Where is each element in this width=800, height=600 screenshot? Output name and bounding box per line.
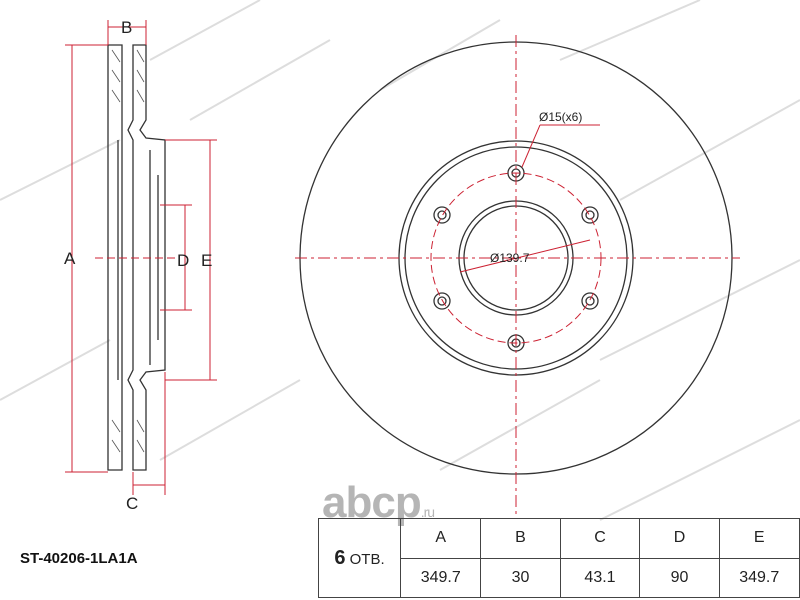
- sat-watermark: [0, 0, 800, 521]
- dimension-lines: [65, 20, 217, 495]
- label-b: B: [121, 18, 132, 37]
- label-a: A: [64, 249, 76, 268]
- part-number: ST-40206-1LA1A: [20, 550, 138, 567]
- table-header-row: 6 ОТВ. A B C D E: [317, 518, 800, 598]
- value-d: 90: [639, 557, 720, 598]
- header-e: E: [718, 518, 800, 559]
- label-e: E: [201, 251, 212, 270]
- header-c: C: [559, 518, 641, 559]
- bolt-hole: [581, 292, 599, 310]
- value-b: 30: [480, 557, 561, 598]
- value-a: 349.7: [400, 557, 482, 598]
- pcd-annotation: Ø139.7: [490, 251, 530, 265]
- bolt-hole: [433, 292, 451, 310]
- bolt-hole: [581, 206, 599, 224]
- label-c: C: [126, 494, 138, 513]
- header-a: A: [400, 518, 482, 559]
- label-d: D: [177, 251, 189, 270]
- holes-cell: 6 ОТВ.: [317, 518, 402, 598]
- bolt-hole: [433, 206, 451, 224]
- table-value-row: 349.7 30 43.1 90 349.7: [319, 557, 800, 598]
- bolt-hole-annotation: Ø15(x6): [539, 110, 582, 124]
- header-d: D: [639, 518, 720, 559]
- value-c: 43.1: [559, 557, 641, 598]
- header-b: B: [480, 518, 561, 559]
- center-lines: [295, 35, 740, 515]
- dimensions-table: 6 ОТВ. A B C D E 349.7 30 43.1 90 349.7: [317, 518, 800, 598]
- value-e: 349.7: [718, 557, 800, 598]
